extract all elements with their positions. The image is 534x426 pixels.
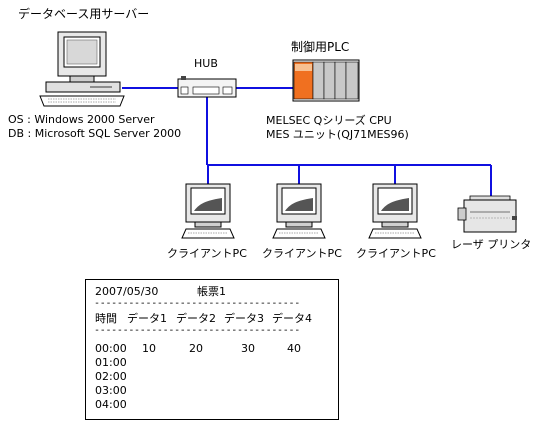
report-date: 2007/05/30 <box>95 285 159 298</box>
report-separator-mid: ------------------------------------ <box>94 325 300 336</box>
report-separator-top: ------------------------------------ <box>94 298 300 309</box>
row-value: 40 <box>287 342 301 355</box>
header-time: 時間 <box>95 312 117 325</box>
row-time: 03:00 <box>95 384 127 397</box>
row-value: 20 <box>189 342 203 355</box>
network-lines <box>122 87 492 196</box>
client-pc-3-label: クライアントPC <box>356 247 436 260</box>
plc-cpu-info: MELSEC Qシリーズ CPU <box>266 114 392 127</box>
report-sheet: 2007/05/30 帳票1 -------------------------… <box>85 279 339 420</box>
hub-device-icon <box>177 76 237 98</box>
header-data4: データ4 <box>272 312 312 325</box>
client-pc-1-label: クライアントPC <box>167 247 247 260</box>
client-pc-2-label: クライアントPC <box>262 247 342 260</box>
header-data3: データ3 <box>224 312 264 325</box>
hub-label: HUB <box>194 57 218 70</box>
client-pc-2-icon <box>272 183 326 239</box>
row-value: 10 <box>142 342 156 355</box>
header-data1: データ1 <box>127 312 167 325</box>
client-pc-3-icon <box>368 183 422 239</box>
client-pc-1-icon <box>181 183 235 239</box>
row-time: 01:00 <box>95 356 127 369</box>
printer-label: レーザ プリンタ <box>451 238 532 251</box>
plc-label: 制御用PLC <box>291 40 350 54</box>
header-data2: データ2 <box>176 312 216 325</box>
db-server-label: データベース用サーバー <box>18 7 150 21</box>
row-time: 02:00 <box>95 370 127 383</box>
plc-rack-icon <box>292 59 360 102</box>
report-title: 帳票1 <box>197 285 226 298</box>
row-value: 30 <box>241 342 255 355</box>
row-time: 00:00 <box>95 342 127 355</box>
laser-printer-icon <box>457 195 517 233</box>
row-time: 04:00 <box>95 398 127 411</box>
server-computer-icon <box>39 31 125 107</box>
db-info: DB : Microsoft SQL Server 2000 <box>8 127 182 140</box>
plc-unit-info: MES ユニット(QJ71MES96) <box>266 128 409 141</box>
os-info: OS : Windows 2000 Server <box>8 113 155 126</box>
